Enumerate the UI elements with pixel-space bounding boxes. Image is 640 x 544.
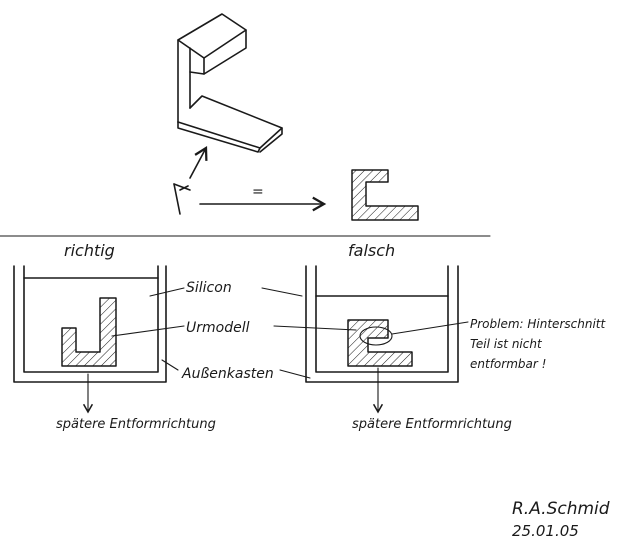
- correct-heading: richtig: [64, 241, 115, 260]
- problem-note-line1: Problem: Hinterschnitt: [470, 317, 606, 331]
- equals-label: =: [252, 184, 264, 200]
- isometric-part: [177, 13, 283, 153]
- left-master-model: [61, 297, 117, 367]
- side-view-profile: [351, 169, 419, 221]
- left-mold-box: [13, 265, 167, 383]
- outer-box-label: Außenkasten: [181, 366, 274, 382]
- master-model-label: Urmodell: [186, 320, 250, 336]
- demold-label-left: spätere Entformrichtung: [56, 417, 216, 432]
- view-arrow-up: [189, 146, 208, 179]
- wrong-heading: falsch: [348, 241, 395, 260]
- silicon-label: Silicon: [186, 280, 232, 296]
- demold-label-right: spätere Entformrichtung: [352, 417, 512, 432]
- problem-note-line2: Teil ist nicht: [470, 337, 543, 351]
- signature-date: 25.01.05: [512, 522, 579, 540]
- undercut-marker: [359, 326, 393, 346]
- signature-name: R.A.Schmid: [512, 499, 610, 519]
- right-master-model: [347, 319, 413, 367]
- leader-lines: [111, 287, 469, 379]
- viewer-eye-icon: [173, 183, 191, 215]
- problem-note-line3: entformbar !: [470, 357, 546, 371]
